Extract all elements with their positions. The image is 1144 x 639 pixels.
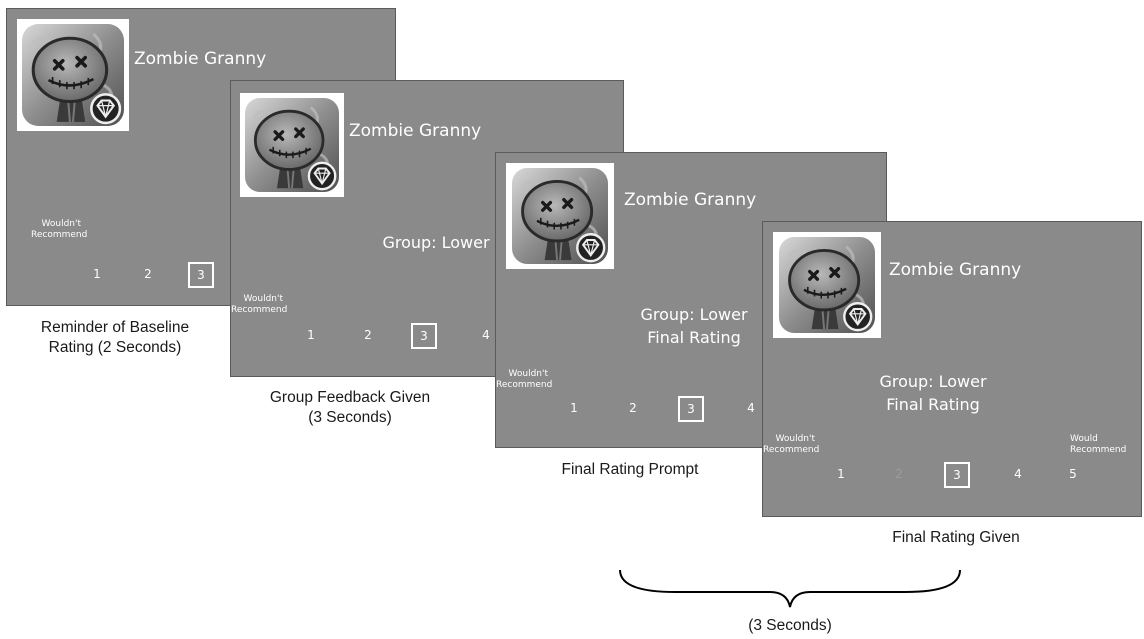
scale-1: 1 [307, 328, 315, 342]
group-feedback-label: Group: Lower Final Rating [624, 303, 764, 349]
caption-final-given-text: Final Rating Given [892, 529, 1020, 546]
scale-2: 2 [144, 267, 152, 281]
scale-4: 4 [747, 401, 755, 415]
scale-3-selected: 3 [411, 323, 437, 349]
final-rating-label: Final Rating [647, 328, 741, 347]
scale-2: 2 [895, 467, 903, 481]
zombie-granny-app-icon [511, 168, 609, 264]
zombie-granny-app-icon [245, 98, 339, 192]
anchor-left-text: Wouldn't Recommend [231, 294, 288, 315]
caption-baseline-text: Reminder of Baseline Rating (2 Seconds) [40, 319, 190, 356]
slide-final-given: Zombie Granny Group: Lower Final Rating … [762, 221, 1142, 517]
app-title: Zombie Granny [349, 121, 482, 141]
app-icon-frame [773, 232, 881, 338]
anchor-left-text: Wouldn't Recommend [763, 434, 820, 455]
scale-1: 1 [570, 401, 578, 415]
app-icon-frame [240, 93, 344, 197]
scale-1: 1 [837, 467, 845, 481]
scale-4: 4 [482, 328, 490, 342]
scale-5: 5 [1069, 467, 1077, 481]
group-text: Group: Lower [879, 372, 987, 391]
anchor-right-text: Would Recommend [1070, 434, 1127, 455]
caption-final-prompt: Final Rating Prompt [530, 460, 730, 480]
app-title: Zombie Granny [624, 190, 757, 210]
anchor-right-label: Would Recommend [1070, 434, 1130, 456]
anchor-left-label: Wouldn't Recommend [763, 434, 819, 456]
curly-brace [619, 569, 961, 608]
zombie-granny-app-icon [22, 24, 124, 126]
scale-4: 4 [1014, 467, 1022, 481]
group-text: Group: Lower [640, 305, 748, 324]
scale-3-selected: 3 [188, 262, 214, 288]
group-feedback-label: Group: Lower [382, 233, 490, 252]
scale-2: 2 [364, 328, 372, 342]
caption-group-feedback-text: Group Feedback Given (3 Seconds) [269, 389, 431, 426]
anchor-left-label: Wouldn't Recommend [496, 369, 552, 391]
scale-3-selected: 3 [678, 396, 704, 422]
app-icon-frame [506, 163, 614, 269]
app-icon-frame [17, 19, 129, 131]
app-title: Zombie Granny [134, 49, 267, 69]
brace-label: (3 Seconds) [748, 617, 832, 634]
caption-final-given: Final Rating Given [856, 528, 1056, 548]
scale-1: 1 [93, 267, 101, 281]
zombie-granny-app-icon [778, 237, 876, 333]
caption-group-feedback: Group Feedback Given (3 Seconds) [250, 388, 450, 428]
anchor-left-label: Wouldn't Recommend [231, 294, 287, 316]
anchor-left-label: Wouldn't Recommend [31, 219, 87, 241]
scale-3-selected: 3 [944, 462, 970, 488]
anchor-left-text: Wouldn't Recommend [31, 219, 88, 240]
anchor-left-text: Wouldn't Recommend [496, 369, 553, 390]
app-title: Zombie Granny [889, 260, 1022, 280]
final-rating-label: Final Rating [886, 395, 980, 414]
caption-final-prompt-text: Final Rating Prompt [561, 461, 699, 478]
scale-2: 2 [629, 401, 637, 415]
caption-baseline-reminder: Reminder of Baseline Rating (2 Seconds) [12, 318, 218, 358]
group-feedback-label: Group: Lower Final Rating [863, 370, 1003, 416]
